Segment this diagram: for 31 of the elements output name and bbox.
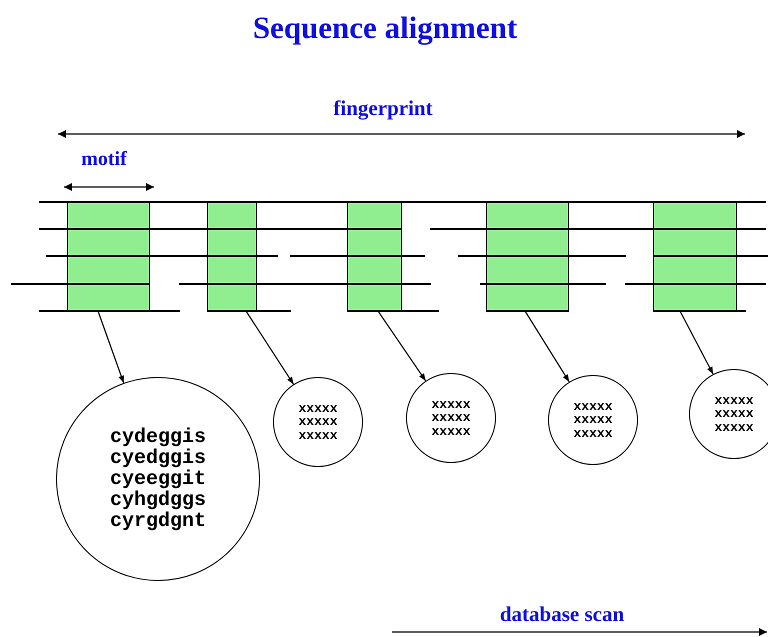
arrow <box>97 310 124 384</box>
sequence-text: xxxxx <box>298 402 338 416</box>
motif-block <box>67 202 150 311</box>
motif-block <box>207 202 257 311</box>
sequence-text: xxxxx <box>714 394 754 408</box>
sequence-text: cyhgdggs <box>110 490 206 510</box>
sequence-text: xxxxx <box>573 413 612 427</box>
sequence-text: cyrgdgnt <box>110 510 206 532</box>
sequence-text: xxxxx <box>573 400 612 414</box>
sequence-text: cyeeggit <box>110 468 206 490</box>
dimension-label: database scan <box>500 602 624 627</box>
sequence-text: xxxxx <box>431 398 470 412</box>
dimension-label: motif <box>81 148 127 171</box>
dimension-label: fingerprint <box>333 96 433 121</box>
title: Sequence alignment <box>252 10 518 46</box>
sequence-text: xxxxx <box>298 415 338 429</box>
arrow <box>679 310 714 374</box>
motif-block <box>486 202 569 311</box>
arrow <box>524 310 570 382</box>
motif-block <box>347 202 402 311</box>
motif-block <box>653 202 737 311</box>
arrow <box>246 310 294 385</box>
sequence-text: cydeggis <box>110 426 206 448</box>
sequence-text: xxxxx <box>573 426 612 440</box>
sequence-text: cyedggis <box>110 448 206 468</box>
sequence-text: xxxxx <box>714 420 754 434</box>
sequence-text: xxxxx <box>298 428 338 442</box>
sequence-text: xxxxx <box>431 411 470 425</box>
arrow <box>378 310 426 382</box>
sequence-text: xxxxx <box>431 424 470 438</box>
sequence-text: xxxxx <box>714 407 754 421</box>
